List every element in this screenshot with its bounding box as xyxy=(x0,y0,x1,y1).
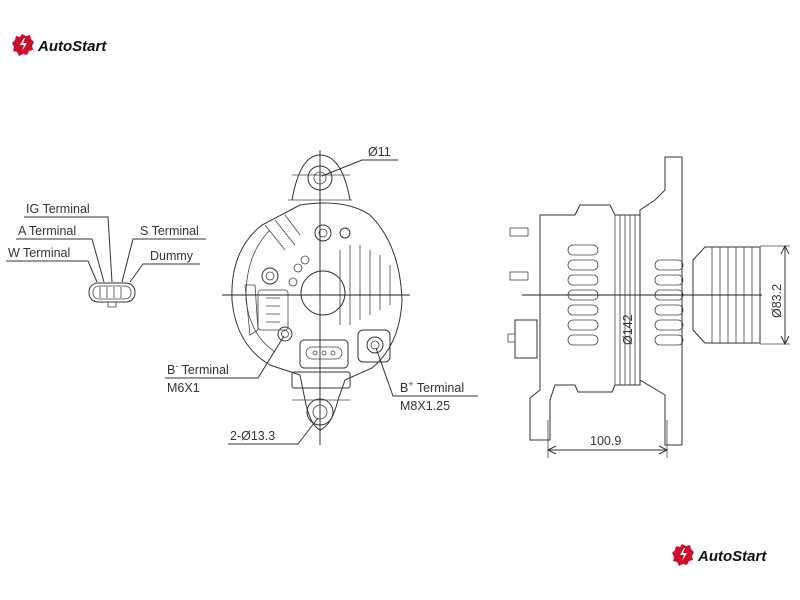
b-plus-terminal-label: B+ Terminal xyxy=(400,379,464,395)
length-dimension: 100.9 xyxy=(590,434,621,448)
brand-name: AutoStart xyxy=(37,38,107,55)
a-terminal-label: A Terminal xyxy=(18,224,76,238)
dummy-label: Dummy xyxy=(150,249,194,263)
side-view: Ø83.2 Ø142 100.9 xyxy=(507,156,790,458)
w-terminal-label: W Terminal xyxy=(8,246,70,260)
pulley-diameter-dimension: Ø83.2 xyxy=(770,284,784,318)
connector-detail: IG Terminal A Terminal W Terminal S Term… xyxy=(6,202,206,308)
brand-name: AutoStart xyxy=(697,548,767,565)
front-view: Ø11 B- Terminal M6X1 B+ Terminal M8X1.25… xyxy=(165,145,478,445)
b-minus-terminal-label: B- Terminal xyxy=(167,361,229,377)
mount-holes-dimension: 2-Ø13.3 xyxy=(230,429,275,443)
brand-logo-top: AutoStart xyxy=(12,34,107,56)
b-minus-thread: M6X1 xyxy=(167,381,200,395)
s-terminal-label: S Terminal xyxy=(140,224,199,238)
body-diameter-dimension: Ø142 xyxy=(621,314,635,345)
top-hole-dimension: Ø11 xyxy=(368,145,391,159)
b-plus-thread: M8X1.25 xyxy=(400,399,450,413)
ig-terminal-label: IG Terminal xyxy=(26,202,90,216)
brand-logo-bottom: AutoStart xyxy=(672,544,767,566)
